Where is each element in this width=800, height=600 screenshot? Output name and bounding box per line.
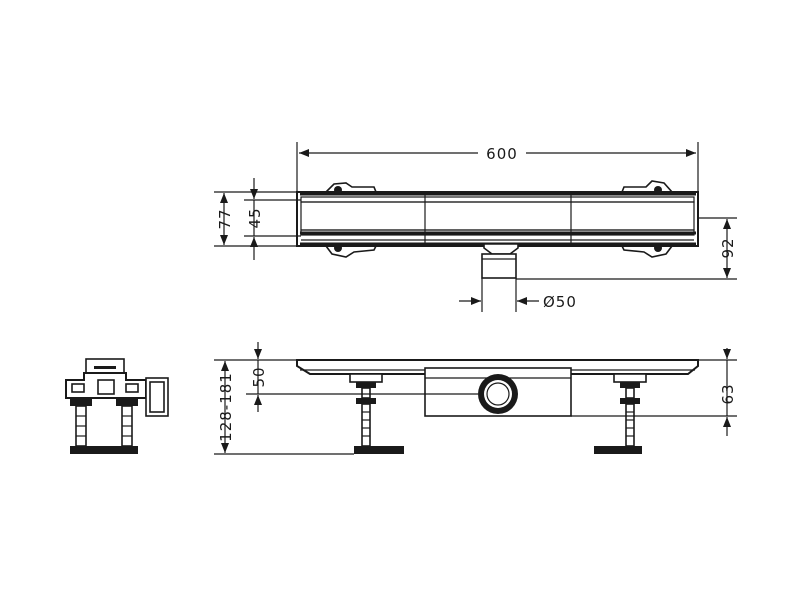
dim-outlet-diameter: Ø50 — [543, 293, 577, 311]
dim-top-to-axis: 50 — [250, 366, 268, 387]
dim-length: 600 — [486, 145, 518, 163]
front-foot-left — [349, 373, 404, 454]
outlet-top-view — [481, 243, 519, 279]
dim-channel-height: 45 — [246, 207, 264, 228]
side-view — [65, 358, 169, 454]
front-view: 128-181 50 63 — [214, 342, 737, 455]
channel-body — [296, 191, 699, 247]
dim-adjust-range: 128-181 — [217, 372, 235, 442]
dim-frame-height: 77 — [216, 208, 234, 229]
dim-body-height: 63 — [719, 383, 737, 404]
front-foot-right — [594, 373, 647, 454]
dim-outlet-depth: 92 — [719, 237, 737, 258]
top-view: 600 77 45 92 Ø50 — [214, 142, 737, 312]
